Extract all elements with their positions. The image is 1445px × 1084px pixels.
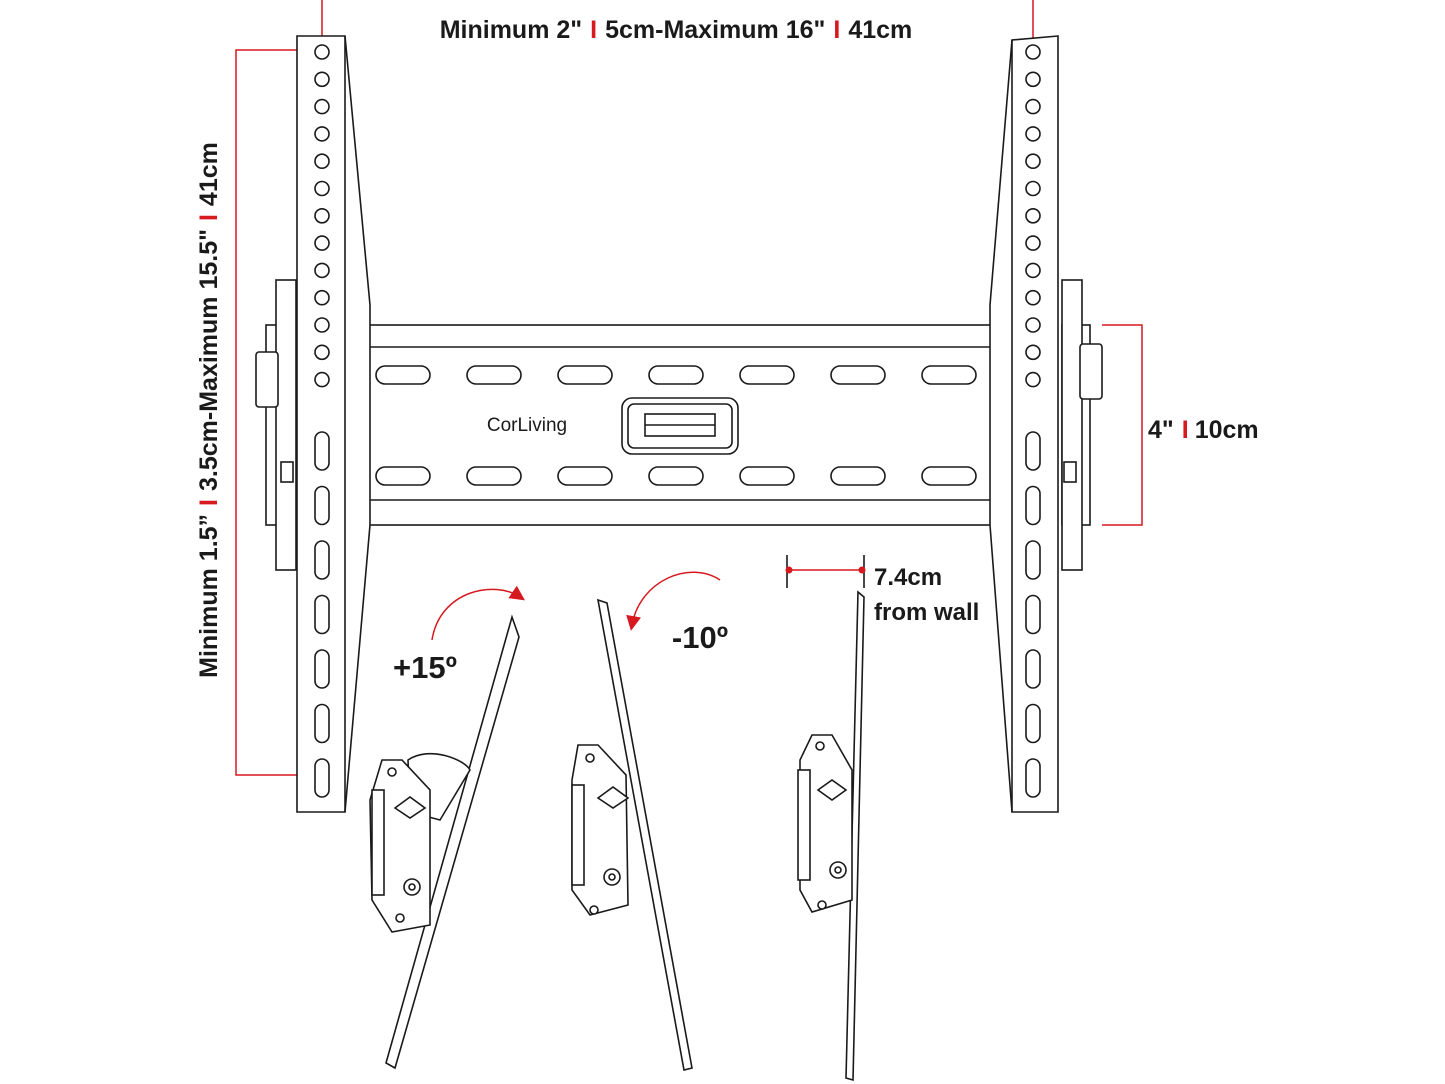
distance-unit: from wall: [874, 599, 979, 626]
wall-plate-slot: [830, 466, 886, 486]
bracket-hole: [314, 71, 330, 88]
bracket-hole: [1025, 71, 1041, 88]
right-bracket-holes: [1025, 44, 1041, 798]
wall-plate-slot: [375, 365, 431, 385]
bracket-slot: [314, 758, 330, 798]
wall-plate-slot: [466, 466, 522, 486]
tilt-up-label: +15º: [393, 650, 457, 685]
bracket-hole: [314, 317, 330, 333]
right-vertical-bracket: [989, 35, 1103, 813]
bracket-hole: [1025, 208, 1041, 224]
bracket-hole: [1025, 126, 1041, 142]
bracket-hole: [314, 208, 330, 224]
bracket-slot: [314, 649, 330, 689]
left-bracket-holes: [314, 44, 330, 798]
bracket-hole: [314, 289, 330, 306]
bracket-slot: [314, 431, 330, 471]
bracket-hole: [314, 98, 330, 115]
bracket-slot: [1025, 594, 1041, 635]
tilt-down-view: -10º: [571, 571, 728, 1071]
bracket-hole: [314, 371, 330, 388]
wall-plate-slot: [739, 365, 795, 385]
bracket-slot: [314, 703, 330, 744]
bracket-slot: [314, 594, 330, 635]
wall-plate: CorLiving: [349, 324, 1011, 526]
bracket-slot: [1025, 649, 1041, 689]
brand-logo: CorLiving: [487, 415, 567, 436]
bracket-slot: [314, 485, 330, 526]
bracket-hole: [1025, 289, 1041, 306]
tilt-down-label: -10º: [672, 620, 728, 655]
wall-plate-slot: [921, 466, 977, 486]
wall-plate-slots-bottom: [375, 466, 977, 486]
bracket-hole: [314, 44, 330, 60]
left-vertical-bracket: [255, 35, 371, 813]
bracket-hole: [314, 180, 330, 197]
bracket-slot: [1025, 758, 1041, 798]
bracket-hole: [1025, 153, 1041, 169]
bracket-hole: [1025, 344, 1041, 361]
height-dimension-label: Minimum 1.5”I3.5cm-Maximum 15.5"I41cm: [195, 142, 223, 678]
bracket-hole: [314, 262, 330, 279]
bracket-hole: [314, 126, 330, 142]
wall-plate-slot: [739, 466, 795, 486]
wall-plate-slot: [648, 466, 704, 486]
bracket-slot: [1025, 485, 1041, 526]
wall-plate-slot: [466, 365, 522, 385]
bracket-hole: [1025, 262, 1041, 279]
wall-plate-slot: [830, 365, 886, 385]
bracket-hole: [314, 344, 330, 361]
bracket-hole: [314, 235, 330, 251]
bracket-slot: [1025, 540, 1041, 580]
wall-plate-slot: [375, 466, 431, 486]
distance-value: 7.4cm: [874, 564, 942, 591]
wall-plate-slots-top: [375, 365, 977, 385]
wall-plate-slot: [557, 365, 613, 385]
tilt-up-view: +15º: [369, 585, 525, 1070]
wall-plate-slot: [648, 365, 704, 385]
wall-plate-slot: [557, 466, 613, 486]
bracket-hole: [1025, 371, 1041, 388]
bracket-slot: [1025, 703, 1041, 744]
bracket-hole: [1025, 98, 1041, 115]
bracket-slot: [1025, 431, 1041, 471]
bracket-hole: [314, 153, 330, 169]
distance-view: 7.4cm from wall: [785, 555, 979, 1082]
wall-plate-lock: [621, 397, 739, 455]
bracket-hole: [1025, 317, 1041, 333]
wall-plate-slot: [921, 365, 977, 385]
bracket-slot: [314, 540, 330, 580]
height-dimension: Minimum 1.5”I3.5cm-Maximum 15.5"I41cm: [195, 49, 326, 779]
bracket-hole: [1025, 180, 1041, 197]
bracket-hole: [1025, 235, 1041, 251]
bracket-hole: [1025, 44, 1041, 60]
